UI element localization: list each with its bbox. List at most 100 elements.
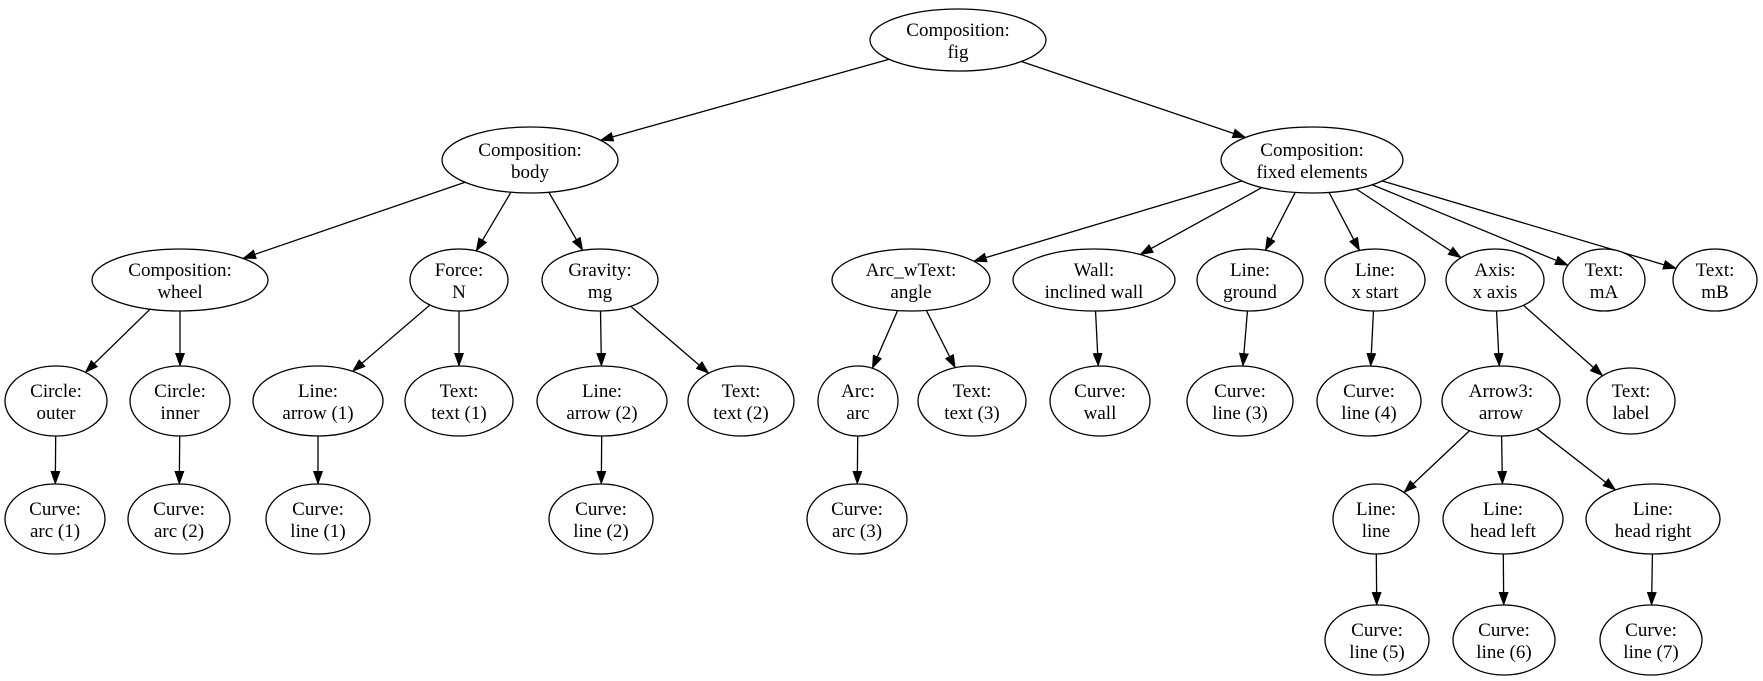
node-line_head_left: Line:head left [1442,483,1564,555]
node-curve_line_2: Curve:line (2) [548,483,654,555]
node-curve_line_5: Curve:line (5) [1324,604,1430,676]
node-label: Line:head right [1615,499,1692,542]
node-label: Arc:arc [841,381,875,424]
node-label: Curve:wall [1074,381,1126,424]
node-text_text_2: Text:text (2) [687,365,795,437]
node-text_text_1: Text:text (1) [404,365,514,437]
node-fixed_elements: Composition:fixed elements [1220,126,1404,194]
node-gravity_mg: Gravity:mg [541,248,659,312]
node-ellipse [1324,248,1426,312]
node-curve_line_7: Curve:line (7) [1599,604,1703,676]
node-ellipse [1196,248,1304,312]
node-label: Circle:outer [30,381,82,424]
node-curve_arc_1: Curve:arc (1) [4,483,106,555]
node-label: Curve:arc (2) [153,499,205,542]
node-curve_line_3: Curve:line (3) [1186,365,1294,437]
edge-line_head_right-curve_line_7 [1646,553,1657,607]
edge-arrow3_arrow-line_head_left [1497,435,1508,486]
node-text_mb: Text:mB [1672,248,1758,312]
node-circle_outer: Circle:outer [4,365,108,437]
edge-wall_inclined_wall-curve_wall [1092,310,1103,368]
node-ellipse [1585,483,1721,555]
edge-fig-body [599,58,890,142]
node-ellipse [1672,248,1758,312]
node-ellipse [4,365,108,437]
node-label: Curve:line (1) [290,499,345,542]
edge-fixed_elements-axis_x_axis [1355,188,1462,259]
node-ellipse [1012,248,1176,312]
node-label: Text:mB [1696,260,1735,303]
node-label: Wall:inclined wall [1045,260,1144,303]
node-ellipse [1049,365,1151,437]
node-label: Curve:line (5) [1349,620,1404,663]
node-ellipse [869,8,1047,72]
node-text_ma: Text:mA [1562,248,1646,312]
node-label: Line:arrow (2) [566,381,637,424]
node-label: Arrow3:arrow [1469,381,1533,424]
node-label: Line:line [1356,499,1396,542]
edge-axis_x_axis-text_label [1522,304,1604,377]
edge-body-wheel [242,181,466,259]
node-label: Text:text (2) [713,381,768,424]
node-ellipse [1599,604,1703,676]
node-label: Text:text (1) [431,381,486,424]
node-label: Arc_wText:angle [866,260,956,303]
node-line_arrow_1: Line:arrow (1) [252,365,384,437]
node-ellipse [1586,367,1676,435]
node-label: Text:label [1612,381,1651,424]
node-ellipse [265,483,371,555]
node-line_head_right: Line:head right [1585,483,1721,555]
node-ellipse [1445,248,1545,312]
node-label: Line:arrow (1) [282,381,353,424]
node-line_line: Line:line [1332,483,1420,555]
edge-line_x_start-curve_line_4 [1366,310,1377,368]
edge-axis_x_axis-arrow3_arrow [1493,310,1504,368]
node-label: Text:text (3) [944,381,999,424]
node-ellipse [1220,126,1404,194]
node-label: Line:x start [1352,260,1400,303]
node-ellipse [4,483,106,555]
edge-arrow3_arrow-line_head_right [1536,428,1617,491]
node-text_label: Text:label [1586,367,1676,435]
node-line_ground: Line:ground [1196,248,1304,312]
node-label: Gravity:mg [568,260,631,303]
node-label: Curve:arc (1) [29,499,81,542]
edge-gravity_mg-line_arrow_2 [596,310,607,368]
node-label: Axis:x axis [1473,260,1518,303]
node-label: Curve:line (6) [1476,620,1531,663]
node-label: Force:N [435,260,484,303]
node-text_text_3: Text:text (3) [917,365,1027,437]
edge-fig-fixed_elements [1021,60,1247,139]
edge-arc_wtext_angle-arc_arc [871,310,899,370]
node-ellipse [1562,248,1646,312]
node-ellipse [252,365,384,437]
edge-body-gravity_mg [548,191,584,252]
node-curve_line_1: Curve:line (1) [265,483,371,555]
node-label: Line:head left [1470,499,1537,542]
node-label: Composition:fixed elements [1256,140,1367,183]
node-arc_arc: Arc:arc [817,365,899,437]
edge-fixed_elements-text_ma [1371,184,1569,266]
node-label: Circle:inner [154,381,206,424]
node-label: Curve:line (3) [1212,381,1267,424]
node-arrow3_arrow: Arrow3:arrow [1441,365,1561,437]
edge-force_n-line_arrow_1 [351,304,431,373]
edge-arrow3_arrow-line_line [1403,430,1471,494]
node-ellipse [1186,365,1294,437]
node-label: Curve:line (7) [1623,620,1678,663]
node-curve_line_6: Curve:line (6) [1452,604,1556,676]
node-label: Curve:arc (3) [831,499,883,542]
edge-fixed_elements-line_ground [1264,192,1296,252]
node-ellipse [548,483,654,555]
node-ellipse [129,365,231,437]
edge-arc_wtext_angle-text_text_3 [925,310,956,369]
node-wheel: Composition:wheel [91,248,269,312]
node-ellipse [127,483,231,555]
node-fig: Composition:fig [869,8,1047,72]
node-force_n: Force:N [409,248,509,312]
edge-line_ground-curve_line_3 [1238,310,1249,368]
node-label: Composition:body [478,140,581,183]
node-body: Composition:body [441,126,619,194]
node-ellipse [806,483,908,555]
